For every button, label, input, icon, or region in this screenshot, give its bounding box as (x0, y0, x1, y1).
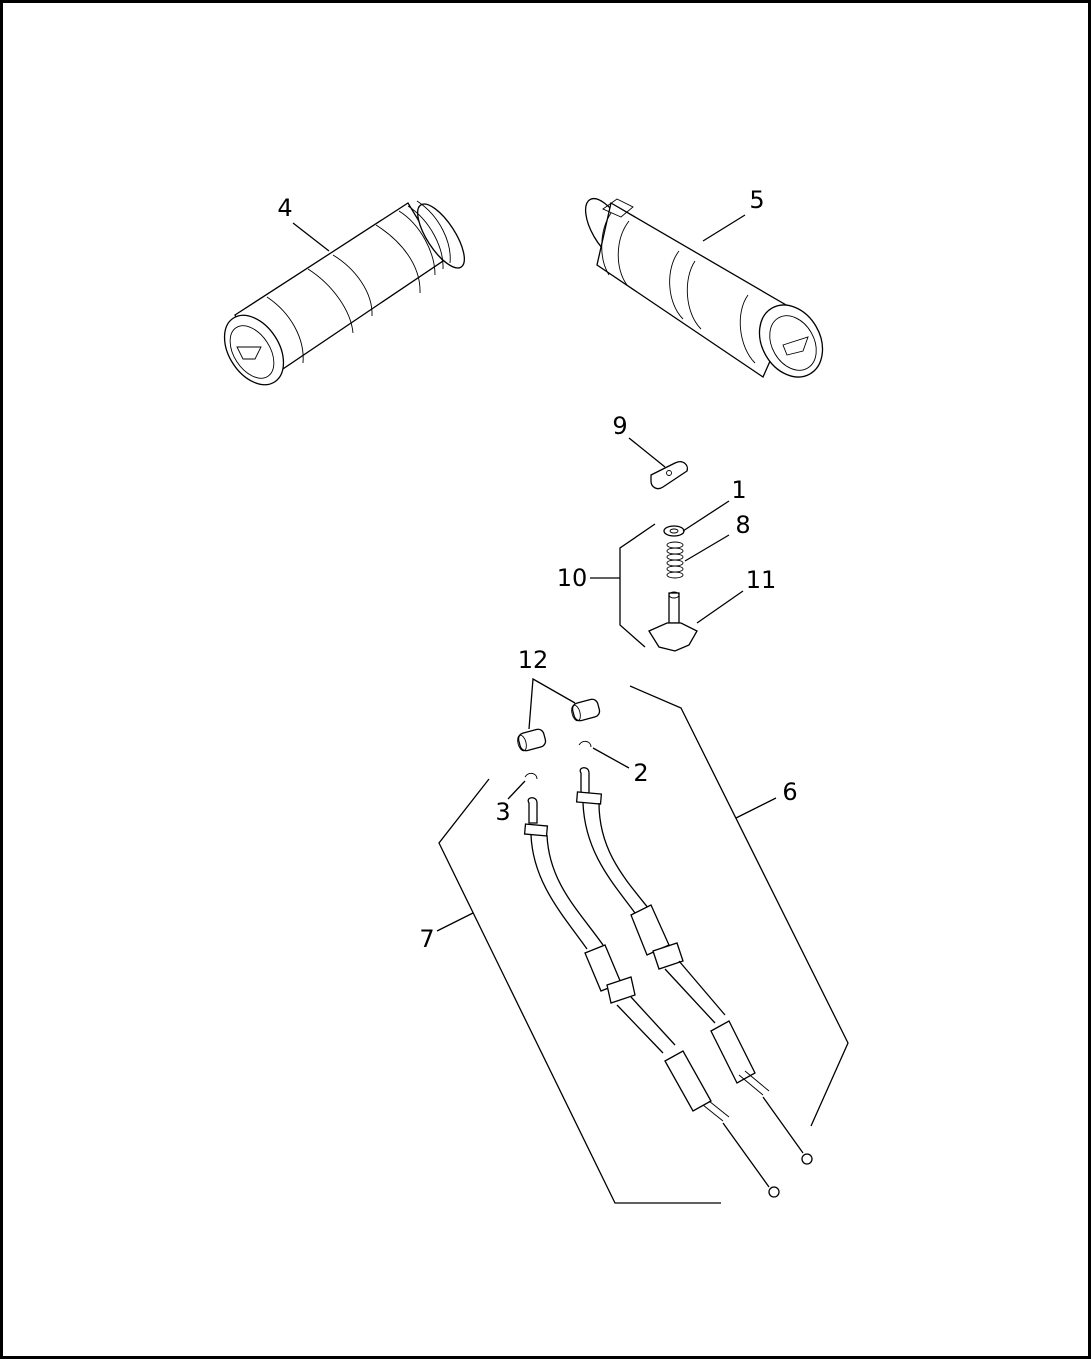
callout-3: 3 (495, 798, 510, 826)
callout-4: 4 (277, 194, 292, 222)
part-4-left-grip (223, 200, 465, 386)
leader-3 (507, 780, 526, 800)
leader-9 (628, 437, 666, 468)
part-12-ferrules (517, 698, 601, 752)
part-3-clip (524, 772, 538, 780)
callout-5: 5 (749, 186, 764, 214)
leader-2 (592, 747, 630, 769)
callout-2: 2 (633, 759, 648, 787)
part-8-spring (666, 541, 684, 579)
callout-8: 8 (735, 511, 750, 539)
leader-4 (292, 222, 330, 252)
callout-12: 12 (518, 646, 549, 674)
leader-12 (528, 677, 576, 730)
parts-diagram: 4 5 9 1 8 10 11 12 2 6 3 7 (223, 186, 849, 1204)
part-11-adjuster (648, 591, 698, 652)
callout-11: 11 (746, 566, 777, 594)
part-1-washer (663, 525, 685, 537)
callout-6: 6 (782, 778, 797, 806)
bracket-7 (438, 778, 721, 1204)
part-2-clip (578, 740, 592, 748)
leader-1 (682, 500, 730, 532)
callout-labels: 4 5 9 1 8 10 11 12 2 6 3 7 (277, 186, 797, 953)
callout-9: 9 (612, 412, 627, 440)
leader-6 (735, 797, 777, 819)
callout-10: 10 (557, 564, 588, 592)
leader-5 (702, 214, 746, 242)
part-9-clamp (650, 461, 689, 490)
part-7-cable (523, 797, 780, 1198)
part-5-right-grip (584, 197, 824, 378)
leader-7 (436, 912, 474, 932)
leader-8 (684, 534, 730, 562)
bracket-10 (619, 523, 656, 648)
leader-11 (696, 590, 744, 624)
leader-lines (292, 214, 849, 1204)
bracket-6 (629, 685, 849, 1127)
part-6-cable (575, 767, 813, 1165)
callout-7: 7 (419, 925, 434, 953)
callout-1: 1 (731, 476, 746, 504)
